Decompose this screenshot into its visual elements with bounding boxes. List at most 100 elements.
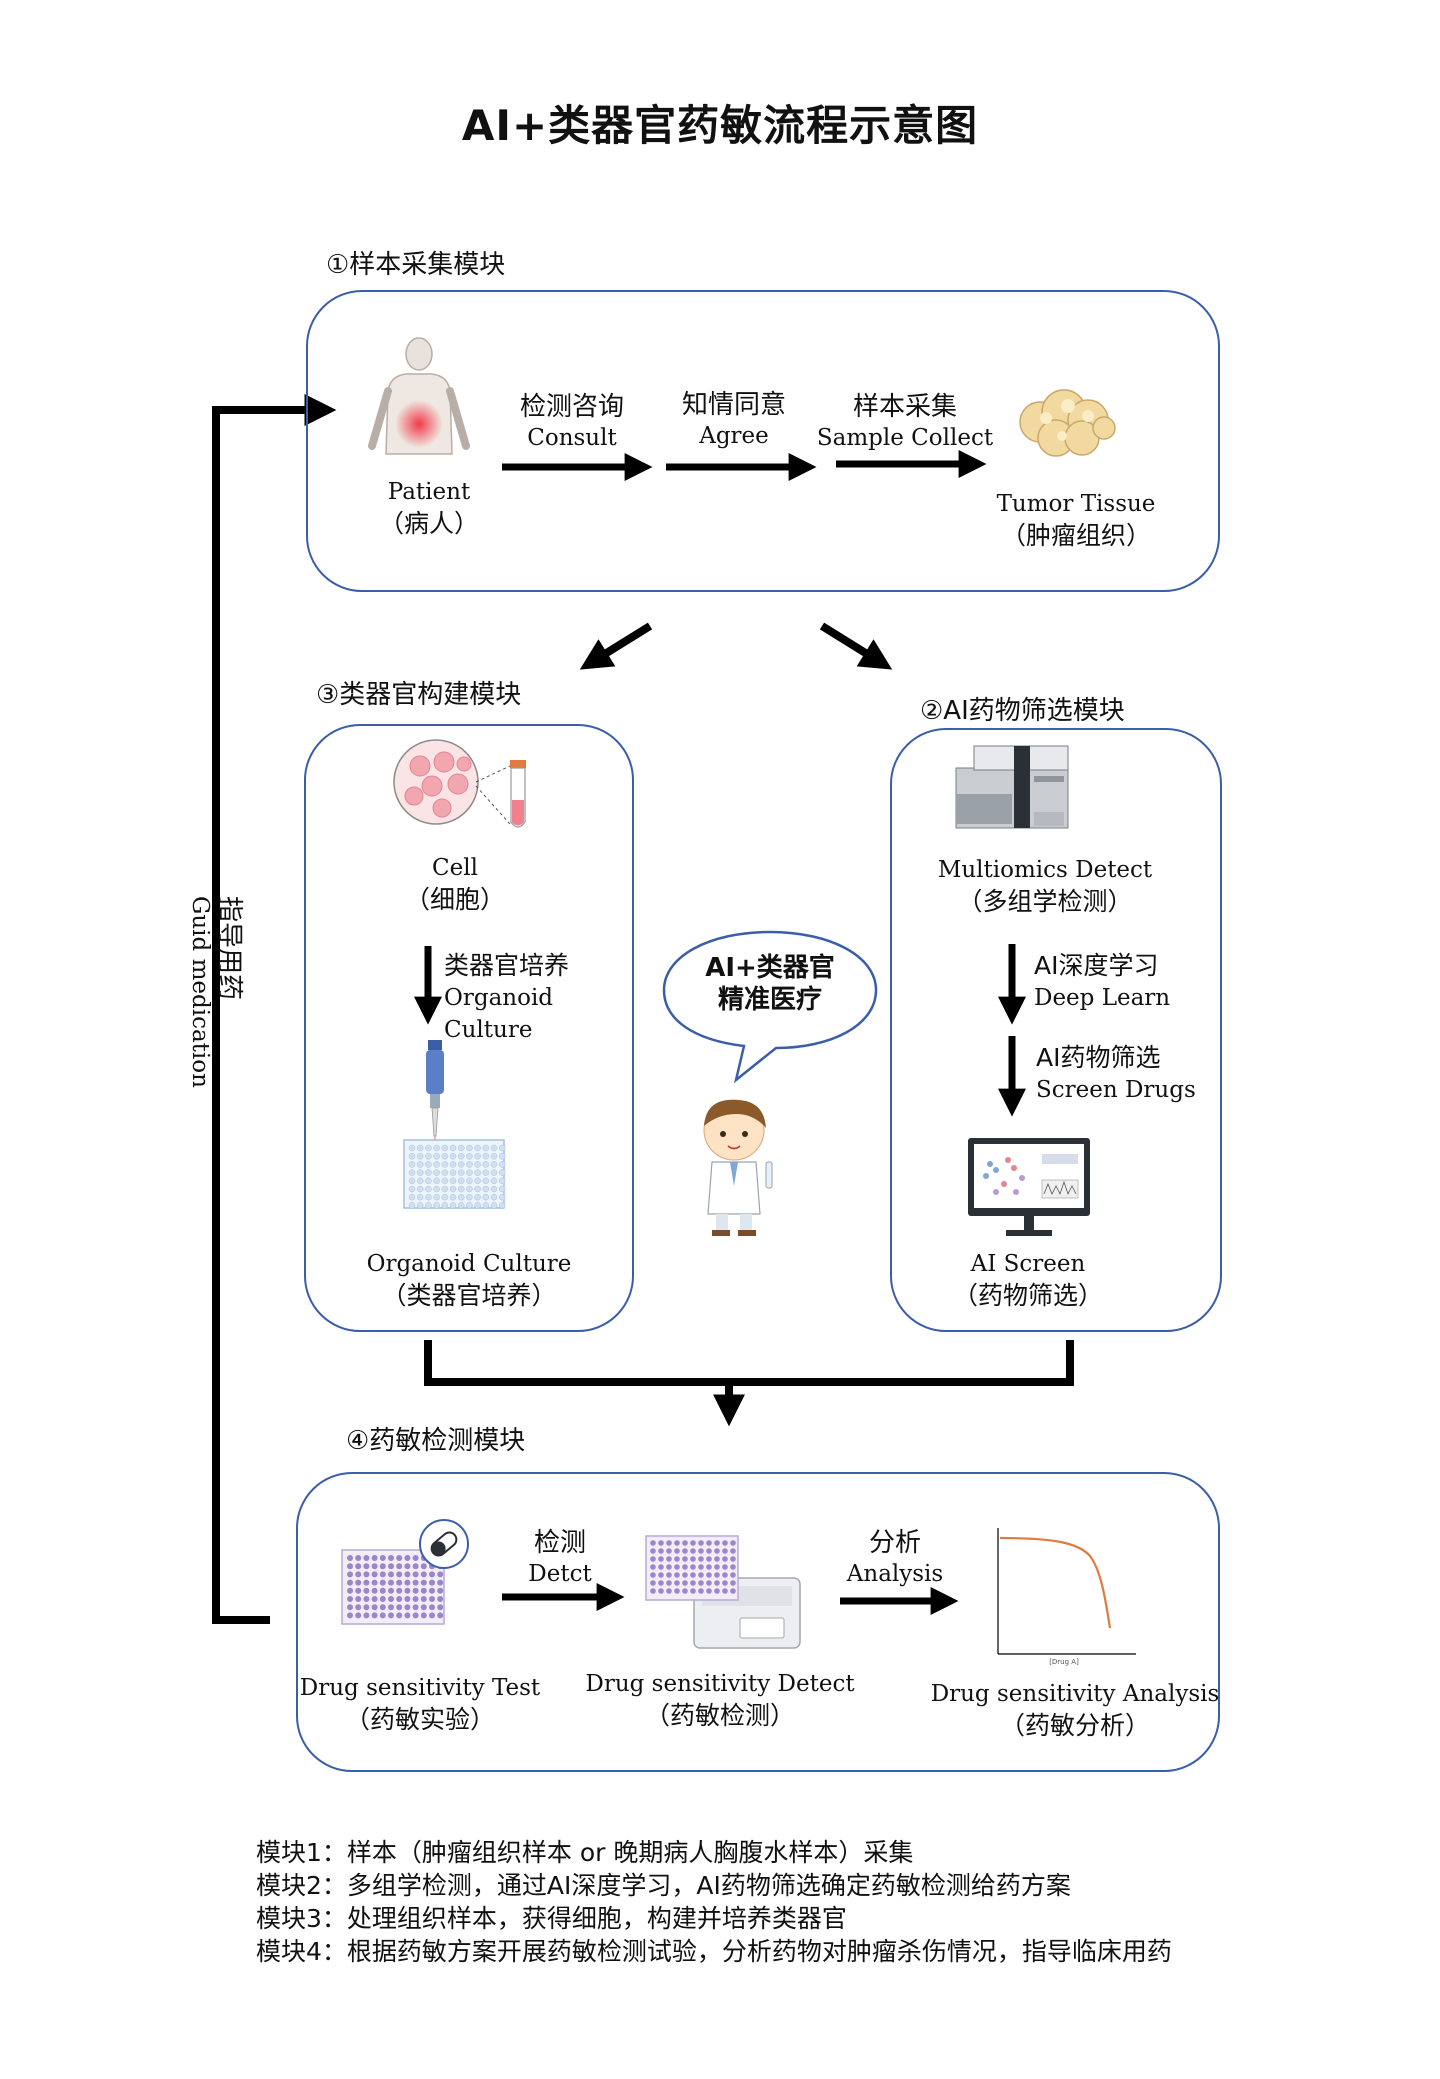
plate-well: [441, 1177, 449, 1185]
learn-zh: AI深度学习: [1034, 951, 1159, 980]
plate-well: [388, 1579, 394, 1586]
plate-well: [650, 1580, 656, 1586]
plate-well: [388, 1612, 394, 1619]
plate-well: [379, 1579, 386, 1586]
cell-zh: （细胞）: [404, 885, 505, 914]
plate-well: [408, 1193, 416, 1201]
plate-well: [666, 1556, 672, 1562]
plate-well: [355, 1571, 362, 1578]
plate-well: [498, 1185, 506, 1193]
plate-well: [474, 1177, 481, 1185]
patient-label: Patient （病人）: [354, 476, 504, 540]
plate-well: [474, 1161, 481, 1168]
plate-well: [425, 1152, 432, 1160]
plate-well: [396, 1555, 403, 1561]
plate-well: [690, 1540, 696, 1546]
plate-well: [457, 1177, 465, 1185]
plate-well: [498, 1161, 506, 1168]
plate-well: [355, 1604, 362, 1611]
plate-well: [408, 1169, 416, 1176]
plate-well: [379, 1563, 386, 1570]
drug-test-zh: （药敏实验）: [344, 1705, 495, 1734]
plate-well: [482, 1152, 490, 1160]
plate-well: [347, 1587, 353, 1594]
plate-well: [433, 1161, 440, 1168]
plate-well: [457, 1144, 465, 1152]
plate-well: [433, 1193, 440, 1201]
plate-well: [355, 1612, 362, 1619]
plate-well: [363, 1587, 370, 1594]
plate-well: [730, 1564, 736, 1570]
plate-well: [706, 1540, 712, 1546]
plate-well: [347, 1612, 353, 1619]
plate-well: [482, 1193, 490, 1201]
plate-well: [425, 1202, 432, 1209]
module-1-box: [306, 290, 1220, 592]
plate-well: [388, 1587, 394, 1594]
plate-well: [474, 1144, 481, 1152]
plate-well: [706, 1564, 712, 1570]
plate-well: [437, 1596, 444, 1602]
cell-label: Cell （细胞）: [380, 852, 530, 916]
plate-well: [408, 1185, 416, 1193]
plate-well: [698, 1564, 704, 1570]
plate-well: [482, 1169, 490, 1176]
plate-well: [396, 1587, 403, 1594]
agree-zh: 知情同意: [681, 390, 786, 420]
bubble-line2: 精准医疗: [717, 985, 822, 1015]
plate-well: [457, 1169, 465, 1176]
patient-en: Patient: [387, 479, 471, 505]
plate-well: [482, 1161, 490, 1168]
plate-well: [425, 1169, 432, 1176]
plate-well: [722, 1572, 728, 1578]
plate-well: [658, 1556, 664, 1562]
plate-well: [355, 1555, 362, 1561]
plate-well: [396, 1596, 403, 1602]
plate-well: [658, 1548, 664, 1554]
plate-well: [420, 1571, 427, 1578]
plate-well: [420, 1604, 427, 1611]
plate-well: [441, 1202, 449, 1209]
plate-well: [412, 1579, 419, 1586]
plate-well: [490, 1185, 498, 1193]
plate-well: [674, 1540, 680, 1546]
plate-well: [682, 1540, 688, 1546]
plate-well: [682, 1572, 688, 1578]
plate-well: [404, 1555, 411, 1561]
plate-well: [449, 1169, 457, 1176]
plate-well: [363, 1571, 370, 1578]
plate-well: [379, 1596, 386, 1602]
plate-well: [666, 1588, 672, 1594]
plate-well: [449, 1202, 457, 1209]
plate-well: [416, 1185, 424, 1193]
plate-well: [416, 1193, 424, 1201]
plate-well: [347, 1571, 353, 1578]
plate-well: [457, 1161, 465, 1168]
plate-well: [466, 1169, 473, 1176]
plate-well: [371, 1587, 378, 1594]
plate-well: [482, 1144, 490, 1152]
plate-well: [347, 1563, 353, 1570]
plate-well: [379, 1555, 386, 1561]
plate-well: [449, 1193, 457, 1201]
plate-well: [437, 1604, 444, 1611]
pipette-plate-icon: [403, 1040, 506, 1209]
plate-well: [650, 1588, 656, 1594]
plate-well: [363, 1612, 370, 1619]
note-3: 模块3：处理组织样本，获得细胞，构建并培养类器官: [256, 1904, 847, 1933]
plate-well: [363, 1596, 370, 1602]
module-4-arrows: [502, 1583, 959, 1615]
plate-well: [474, 1193, 481, 1201]
plate-well: [474, 1202, 481, 1209]
plate-well: [730, 1572, 736, 1578]
cell-icon: [393, 739, 526, 828]
plate-well: [714, 1588, 720, 1594]
plot-xlabel: [Drug A]: [1049, 1658, 1079, 1666]
consult-zh: 检测咨询: [519, 392, 624, 422]
deep-learn-step: AI深度学习 Deep Learn: [1034, 950, 1214, 1014]
plate-well: [371, 1571, 378, 1578]
plate-well: [347, 1579, 353, 1586]
plate-well: [466, 1152, 473, 1160]
plate-reader-icon: [645, 1535, 801, 1649]
plate-well: [429, 1587, 435, 1594]
